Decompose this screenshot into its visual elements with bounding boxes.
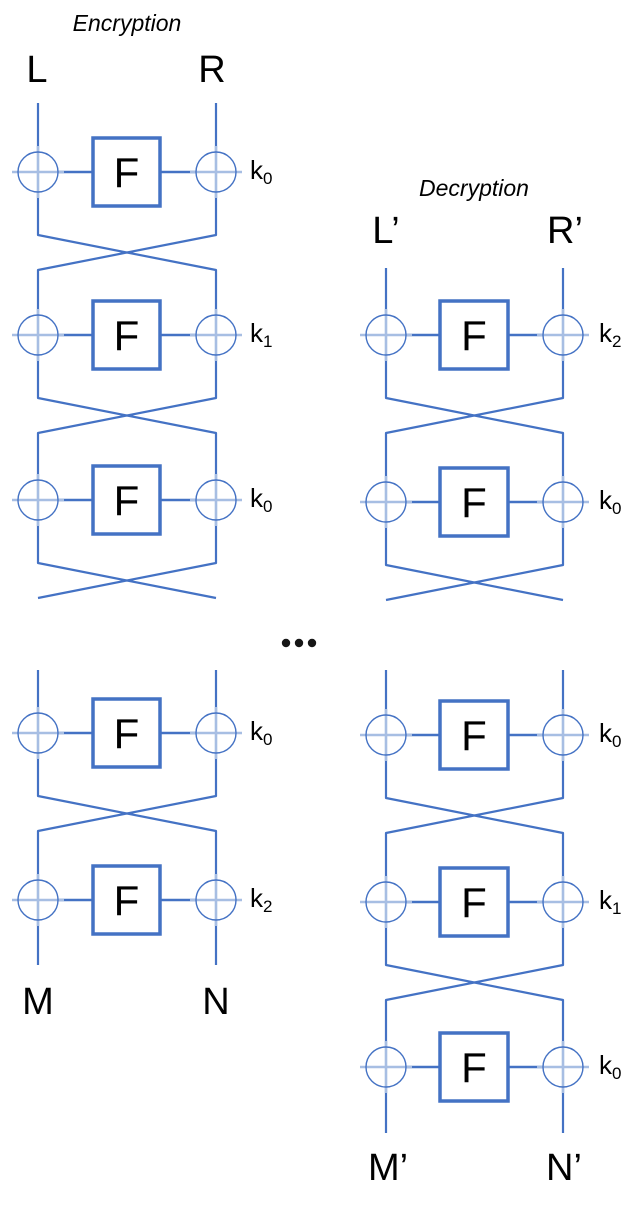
f-box	[438, 699, 510, 771]
round-key-label: k2	[250, 883, 272, 916]
f-box-label: F	[461, 1044, 487, 1091]
xor-icon	[542, 314, 584, 356]
xor-icon	[17, 314, 59, 356]
input-label: R’	[547, 210, 583, 252]
swap-cross-line	[384, 755, 565, 882]
f-box	[91, 299, 162, 371]
round-key-label: k1	[250, 318, 272, 351]
output-label: M’	[368, 1147, 408, 1189]
round-key-label: k0	[599, 485, 621, 518]
xor-icon	[17, 479, 59, 521]
f-box-label: F	[461, 879, 487, 926]
swap-cross-line	[384, 922, 565, 1047]
input-label: R	[198, 49, 225, 91]
xor-icon	[195, 712, 237, 754]
xor-icon	[542, 714, 584, 756]
swap-cross-line	[36, 355, 218, 480]
swap-cross-line	[36, 355, 218, 480]
ellipsis-dot	[307, 638, 317, 648]
f-box	[438, 1031, 510, 1103]
encryption-title: Encryption	[73, 10, 182, 36]
f-box	[91, 136, 162, 208]
swap-cross-line	[36, 753, 218, 880]
swap-cross-line	[384, 355, 565, 482]
f-box-label: F	[114, 312, 140, 359]
xor-icon	[542, 1046, 584, 1088]
swap-cross-line	[37, 520, 218, 600]
xor-icon	[365, 481, 407, 523]
output-label: N	[202, 981, 229, 1023]
round-key-label: k0	[599, 1050, 621, 1083]
xor-icon	[195, 879, 237, 921]
f-box-label: F	[114, 877, 140, 924]
xor-icon	[17, 712, 59, 754]
round-key-label: k0	[250, 483, 272, 516]
xor-icon	[542, 881, 584, 923]
xor-icon	[195, 151, 237, 193]
ellipsis-dot	[294, 638, 304, 648]
f-box-label: F	[461, 312, 487, 359]
decryption-title: Decryption	[419, 175, 529, 201]
round-key-label: k0	[250, 716, 272, 749]
xor-icon	[542, 481, 584, 523]
round-key-label: k0	[250, 155, 272, 188]
input-label: L’	[372, 210, 399, 252]
xor-icon	[17, 879, 59, 921]
f-box-label: F	[114, 710, 140, 757]
output-label: N’	[546, 1147, 582, 1189]
f-box	[438, 866, 510, 938]
xor-icon	[365, 314, 407, 356]
swap-cross-line	[36, 520, 217, 600]
f-box-label: F	[114, 477, 140, 524]
xor-icon	[17, 151, 59, 193]
round-key-label: k2	[599, 318, 621, 351]
swap-cross-line	[384, 922, 565, 1047]
swap-cross-line	[384, 755, 565, 882]
xor-icon	[365, 1046, 407, 1088]
round-key-label: k0	[599, 718, 621, 751]
xor-icon	[195, 314, 237, 356]
xor-icon	[365, 881, 407, 923]
ellipsis-dots	[281, 638, 317, 648]
swap-cross-line	[36, 753, 218, 880]
round-key-label: k1	[599, 885, 621, 918]
f-box	[91, 864, 162, 936]
swap-cross-line	[385, 522, 565, 602]
output-label: M	[22, 981, 54, 1023]
f-box	[91, 464, 162, 536]
swap-cross-line	[384, 522, 564, 602]
f-box	[438, 466, 510, 538]
swap-cross-line	[384, 355, 565, 482]
xor-icon	[195, 479, 237, 521]
f-box	[91, 697, 162, 769]
swap-cross-line	[36, 192, 218, 315]
f-box-label: F	[461, 479, 487, 526]
f-box	[438, 299, 510, 371]
xor-icon	[365, 714, 407, 756]
input-label: L	[26, 49, 47, 91]
f-box-label: F	[461, 712, 487, 759]
f-box-label: F	[114, 149, 140, 196]
ellipsis-dot	[281, 638, 291, 648]
